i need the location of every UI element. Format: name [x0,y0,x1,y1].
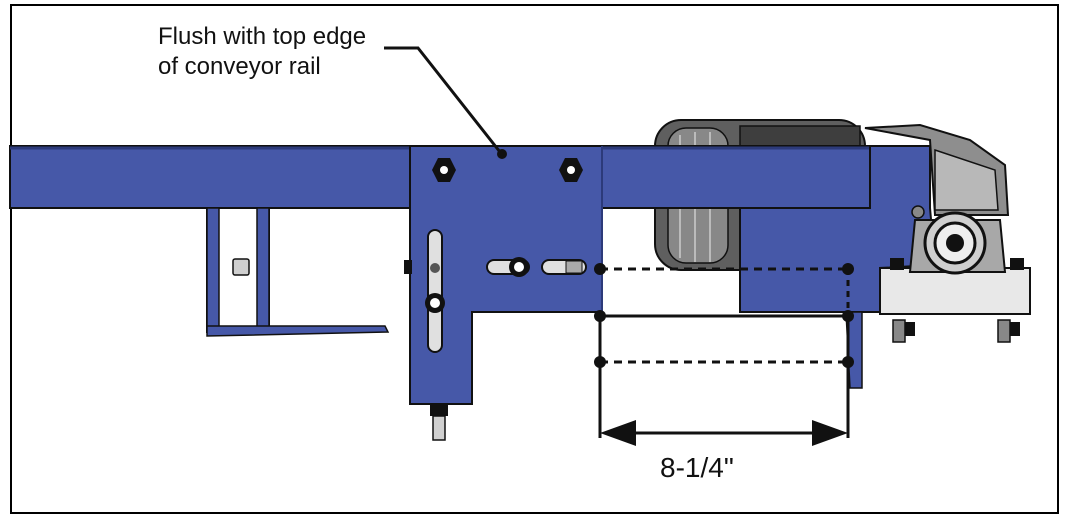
horizontal-slot-left [486,257,530,277]
horizontal-slot-right [541,259,587,275]
diagram-border [10,4,1059,514]
hex-nut-right [559,158,583,182]
dimension-label: 8-1/4" [660,452,734,483]
dimension-arrow [600,420,848,446]
callout-leader [384,46,507,159]
vertical-adjustment-slot [425,229,445,353]
left-support-bracket [206,207,390,337]
gearbox [864,123,1010,216]
pillow-block-bearing [879,205,1031,343]
adjustment-bolt [430,404,448,441]
callout-line-1: Flush with top edge [158,23,367,50]
callout-line-2: of conveyor rail [158,53,321,80]
callout-text: Flush with top edge of conveyor rail [158,22,366,82]
bolt-left-edge [404,260,412,274]
hex-nut-left [432,158,456,182]
dimension-lines [594,263,854,438]
